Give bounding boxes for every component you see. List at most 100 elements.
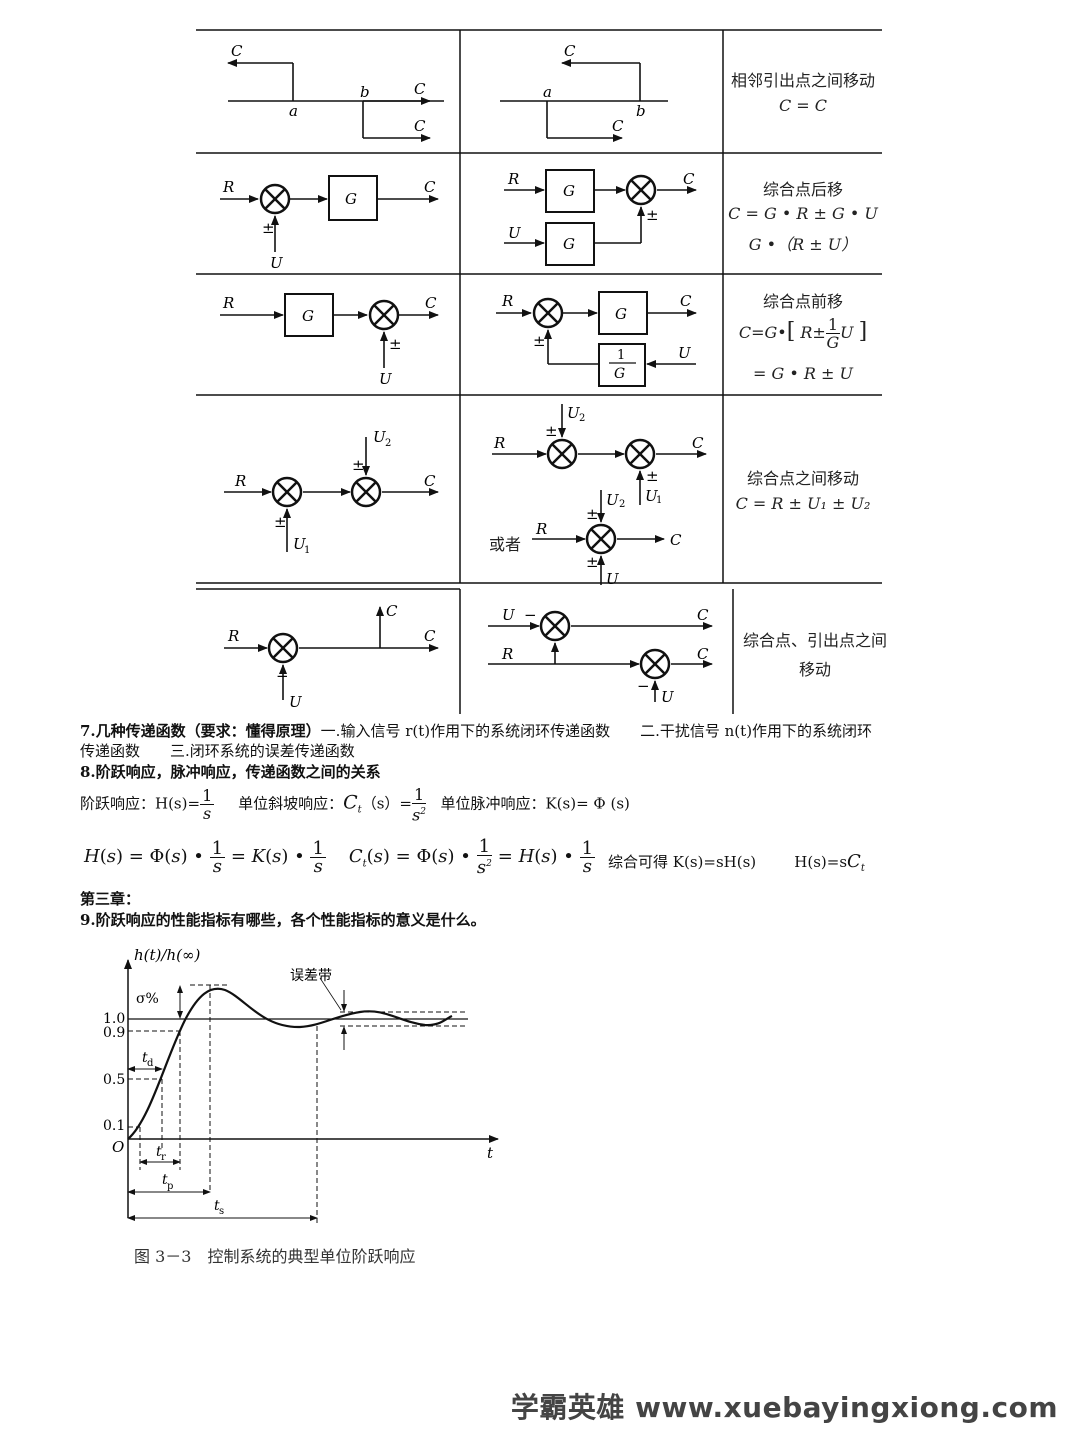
svg-text:1: 1: [304, 545, 310, 556]
response-curve: [127, 987, 453, 1140]
row1-formula: C = C: [778, 96, 828, 115]
svg-text:C: C: [683, 170, 695, 188]
tick-0-1: 0.1: [103, 1118, 125, 1134]
svg-text:G: G: [614, 366, 625, 382]
section8-title: 8.阶跃响应，脉冲响应，传递函数之间的关系: [80, 763, 381, 781]
svg-text:R: R: [234, 472, 246, 490]
svg-text:R: R: [227, 627, 239, 645]
row2-rule: 综合点后移: [762, 180, 843, 199]
td-label: t: [142, 1050, 148, 1066]
svg-text:R: R: [507, 170, 519, 188]
svg-text:C: C: [692, 434, 704, 452]
svg-text:U: U: [508, 224, 522, 242]
row3-mid-diagram: [496, 291, 697, 387]
row2-left-diagram: [220, 175, 439, 252]
tr-label: t: [156, 1144, 162, 1160]
svg-text:−: −: [637, 677, 650, 695]
svg-text:G: G: [615, 305, 627, 323]
row4-rule: 综合点之间移动: [746, 469, 859, 488]
ts-sub: s: [219, 1206, 224, 1217]
row4-or-label: 或者: [489, 535, 522, 554]
section9-title: 9.阶跃响应的性能指标有哪些，各个性能指标的意义是什么。: [80, 911, 486, 929]
svg-text:b: b: [360, 83, 370, 101]
svg-text:1: 1: [617, 348, 625, 363]
svg-text:±: ±: [262, 219, 275, 237]
t-axis-label: t: [487, 1144, 494, 1162]
svg-text:±: ±: [586, 505, 599, 523]
row4-left-diagram: [224, 437, 439, 552]
h-equation: H(s)=s: [794, 853, 848, 871]
svg-text:U: U: [289, 693, 303, 711]
svg-text:−: −: [524, 606, 537, 624]
row1-mid-diagram: [500, 59, 668, 142]
transform-table: C a b C C C a b C R G C U ±: [196, 29, 882, 714]
svg-text:U: U: [502, 606, 516, 624]
chapter3-title: 第三章：: [80, 890, 141, 908]
figure-caption: 图 3－3 控制系统的典型单位阶跃响应: [134, 1247, 415, 1266]
svg-text:C: C: [670, 531, 682, 549]
svg-text:C: C: [697, 645, 709, 663]
tick-0-5: 0.5: [103, 1072, 125, 1088]
error-band-label: 误差带: [290, 968, 332, 984]
svg-text:C: C: [680, 292, 692, 310]
section7-line2: 传递函数 三.闭环系统的误差传递函数: [80, 742, 355, 760]
svg-text:R: R: [501, 645, 513, 663]
tick-0-9: 0.9: [103, 1025, 125, 1041]
row2-formula1: C = G • R ± G • U: [728, 204, 878, 223]
svg-text:G: G: [302, 307, 314, 325]
svg-text:±: ±: [545, 422, 558, 440]
section7-line1: 7.几种传递函数（要求：懂得原理）一.输入信号 r(t)作用下的系统闭环传递函数…: [80, 722, 872, 741]
row2-mid-diagram: [504, 169, 697, 266]
row5-rule-line1: 综合点、引出点之间: [742, 631, 887, 650]
combine-label: 综合可得 K(s)=sH(s): [608, 853, 757, 871]
svg-text:C: C: [697, 606, 709, 624]
svg-text:±: ±: [389, 335, 402, 353]
svg-text:C: C: [424, 472, 436, 490]
row1-left-diagram: [227, 59, 444, 142]
tp-sub: p: [167, 1181, 173, 1192]
svg-text:U: U: [373, 428, 387, 446]
svg-text:C: C: [425, 294, 437, 312]
svg-text:±: ±: [646, 206, 659, 224]
svg-text:±: ±: [646, 467, 659, 485]
svg-text:±: ±: [586, 553, 599, 571]
row3-rule: 综合点前移: [762, 292, 843, 311]
svg-text:G: G: [563, 182, 575, 200]
svg-text:C: C: [414, 80, 426, 98]
step-response-figure: h(t)/h(∞) 1.0 0.9 0.5 0.1 O t σ% 误差带 t d…: [103, 946, 499, 1266]
svg-text:2: 2: [579, 413, 585, 424]
svg-text:C: C: [424, 178, 436, 196]
svg-text:a: a: [543, 83, 552, 101]
step-response-label: 阶跃响应：H(s)=: [80, 794, 201, 813]
svg-text:C: C: [564, 42, 576, 60]
y-axis-label: h(t)/h(∞): [134, 946, 200, 964]
svg-text:±: ±: [274, 513, 287, 531]
table-grid: [196, 29, 882, 714]
svg-text:R: R: [493, 434, 505, 452]
svg-text:−: −: [276, 667, 289, 685]
section7-title: 7.几种传递函数（要求：懂得原理）: [80, 722, 321, 740]
svg-text:R: R: [222, 178, 234, 196]
td-sub: d: [147, 1058, 154, 1069]
svg-text:R: R: [535, 520, 547, 538]
tick-1-0: 1.0: [103, 1011, 125, 1027]
row4-mid-diagram: [492, 404, 707, 585]
ts-label: t: [214, 1198, 220, 1214]
tr-sub: r: [161, 1152, 166, 1163]
svg-text:U: U: [270, 254, 284, 272]
row3-left-diagram: [220, 293, 439, 368]
row1-rule: 相邻引出点之间移动: [730, 71, 875, 90]
svg-text:U: U: [379, 370, 393, 388]
ramp-s-label: （s）=: [361, 794, 412, 813]
svg-text:2: 2: [619, 499, 625, 510]
row5-mid-diagram: [488, 622, 713, 702]
watermark: 学霸英雄 www.xuebayingxiong.com: [510, 1391, 1058, 1424]
svg-text:C: C: [231, 42, 243, 60]
svg-text:±: ±: [352, 456, 365, 474]
svg-text:C: C: [612, 117, 624, 135]
svg-text:R: R: [501, 292, 513, 310]
svg-text:G: G: [345, 190, 357, 208]
impulse-response-label: 单位脉冲响应：K(s)= Φ (s): [440, 794, 630, 813]
